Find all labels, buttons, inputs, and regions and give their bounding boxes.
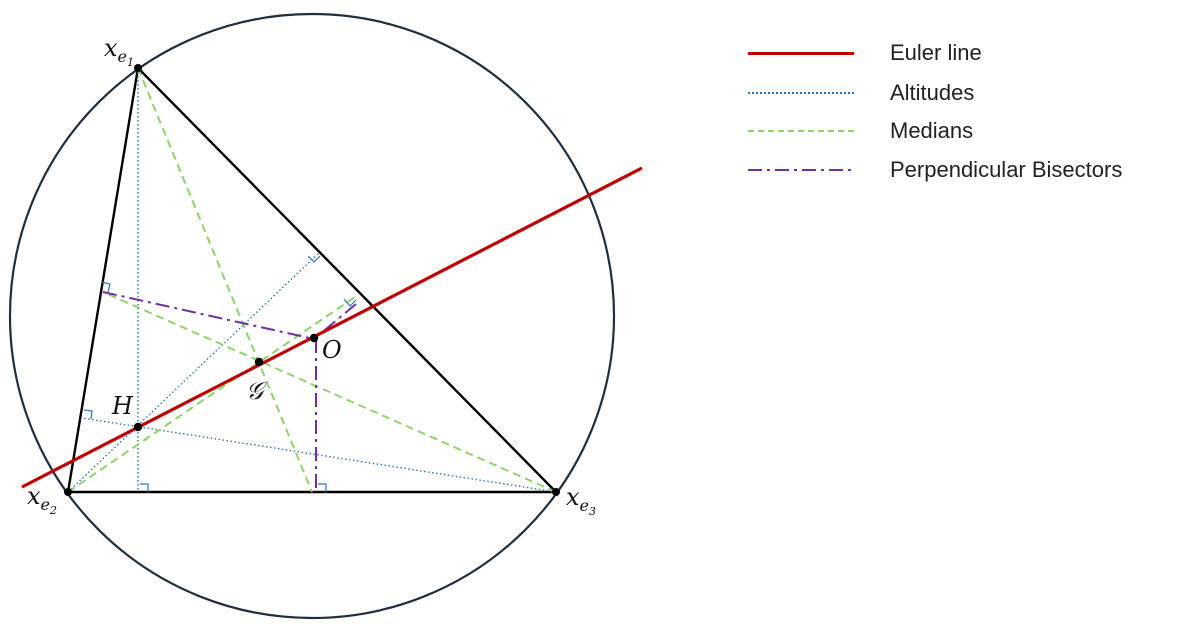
legend-label-altitudes: Altitudes	[890, 80, 975, 105]
vertex-point-2	[64, 488, 72, 496]
legend-swatch-medians	[748, 130, 854, 132]
key-points	[64, 64, 560, 496]
right-angle-marker	[83, 409, 93, 420]
right-angle-marker	[140, 483, 149, 492]
right-angle-marker	[307, 255, 321, 263]
median-from-v3	[102, 291, 557, 493]
right-angle-marker	[318, 483, 327, 492]
legend-label-medians: Medians	[890, 118, 974, 143]
vertex-label-3: xe3	[566, 483, 596, 518]
vertex-label-2: xe2	[27, 482, 57, 517]
legend-item-altitudes: Altitudes	[748, 78, 974, 108]
right-angle-markers	[83, 255, 357, 492]
centroid-label: 𝒢	[246, 377, 267, 405]
legend-swatch-euler-line	[748, 51, 854, 55]
legend-item-bisectors: Perpendicular Bisectors	[748, 155, 1122, 185]
legend-swatch-bisectors	[748, 169, 854, 171]
right-angle-marker	[343, 298, 357, 307]
vertex-point-3	[552, 488, 560, 496]
circumcenter-label: O	[322, 336, 342, 364]
legend-item-euler-line: Euler line	[748, 38, 982, 68]
altitude-from-v2	[67, 251, 321, 493]
circumcenter-point	[309, 333, 319, 343]
centroid-point	[254, 357, 264, 367]
orthocenter-label: H	[111, 392, 134, 420]
euler-line	[21, 166, 643, 489]
median-from-v1	[137, 67, 313, 493]
legend-swatch-altitudes	[748, 92, 854, 94]
legend-label-euler-line: Euler line	[890, 40, 982, 65]
medians	[67, 67, 557, 493]
legend-label-bisectors: Perpendicular Bisectors	[890, 157, 1123, 182]
bisector-side-12	[102, 291, 315, 340]
bisector-side-13	[313, 303, 357, 340]
vertex-label-1: xe1	[104, 34, 134, 69]
circumcircle	[8, 12, 616, 620]
altitude-from-v3	[81, 417, 557, 493]
vertex-point-1	[134, 64, 142, 72]
legend-item-medians: Medians	[748, 116, 973, 146]
orthocenter-point	[133, 422, 143, 432]
right-angle-marker	[101, 281, 111, 293]
altitudes	[67, 68, 557, 493]
median-from-v2	[67, 294, 359, 493]
perpendicular-bisectors	[102, 291, 357, 492]
